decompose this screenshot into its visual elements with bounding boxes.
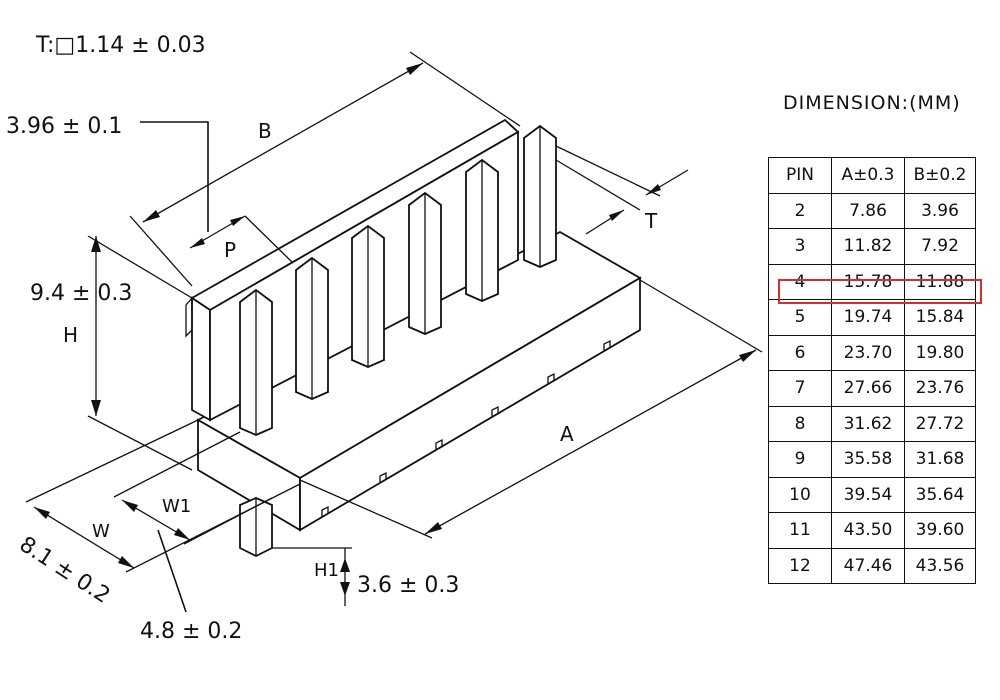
pitch-value-label: 3.96 ± 0.1 xyxy=(6,114,122,139)
cell-pin: 2 xyxy=(768,192,832,229)
cell-b: 7.92 xyxy=(904,228,976,265)
cell-a: 27.66 xyxy=(831,370,905,407)
cell-pin: 8 xyxy=(768,405,832,442)
highlight-box xyxy=(778,279,982,304)
pin-2 xyxy=(295,256,329,400)
connector-housing xyxy=(196,230,642,532)
dimension-title: DIMENSION:(MM) xyxy=(783,92,961,114)
cell-b: 15.84 xyxy=(904,299,976,336)
height-value-label: 9.4 ± 0.3 xyxy=(30,281,132,306)
cell-pin: 5 xyxy=(768,299,832,336)
cell-pin: 12 xyxy=(768,547,832,584)
t-label: T xyxy=(644,209,658,233)
pin-6 xyxy=(523,124,557,268)
cell-pin: 11 xyxy=(768,512,832,549)
w1-label: W1 xyxy=(162,496,191,517)
cell-b: 23.76 xyxy=(904,370,976,407)
cell-b: 39.60 xyxy=(904,512,976,549)
cell-a: 43.50 xyxy=(831,512,905,549)
cell-a: 31.62 xyxy=(831,405,905,442)
p-label: P xyxy=(224,238,236,262)
header-a: A±0.3 xyxy=(831,157,905,194)
cell-a: 7.86 xyxy=(831,192,905,229)
cell-pin: 7 xyxy=(768,370,832,407)
cell-a: 47.46 xyxy=(831,547,905,584)
header-b: B±0.2 xyxy=(904,157,976,194)
cell-b: 31.68 xyxy=(904,441,976,478)
table-header-row: PIN A±0.3 B±0.2 xyxy=(768,157,976,194)
thickness-label: T:□1.14 ± 0.03 xyxy=(35,33,206,58)
cell-b: 3.96 xyxy=(904,192,976,229)
cell-pin: 10 xyxy=(768,476,832,513)
pin-4 xyxy=(408,191,442,335)
cell-b: 27.72 xyxy=(904,405,976,442)
cell-b: 43.56 xyxy=(904,547,976,584)
h1-value-label: 3.6 ± 0.3 xyxy=(357,573,459,598)
cell-a: 11.82 xyxy=(831,228,905,265)
cell-a: 35.58 xyxy=(831,441,905,478)
w-label: W xyxy=(92,521,110,542)
dimension-lines xyxy=(25,51,763,613)
h-label: H xyxy=(63,323,78,347)
connector-pins xyxy=(239,124,557,558)
cell-b: 19.80 xyxy=(904,334,976,371)
pin-3 xyxy=(351,224,385,368)
cell-pin: 6 xyxy=(768,334,832,371)
cell-a: 39.54 xyxy=(831,476,905,513)
h1-label: H1 xyxy=(314,560,339,581)
header-pin: PIN xyxy=(768,157,832,194)
pin-5 xyxy=(465,158,499,302)
cell-pin: 3 xyxy=(768,228,832,265)
cell-a: 19.74 xyxy=(831,299,905,336)
b-label: B xyxy=(258,119,272,143)
cell-a: 23.70 xyxy=(831,334,905,371)
cell-b: 35.64 xyxy=(904,476,976,513)
pin-1 xyxy=(239,288,273,558)
cell-pin: 9 xyxy=(768,441,832,478)
cell-b: 11.88 xyxy=(904,263,976,300)
width-value-label: 8.1 ± 0.2 xyxy=(15,532,115,609)
a-label: A xyxy=(560,422,574,446)
w1-value-label: 4.8 ± 0.2 xyxy=(140,619,242,644)
